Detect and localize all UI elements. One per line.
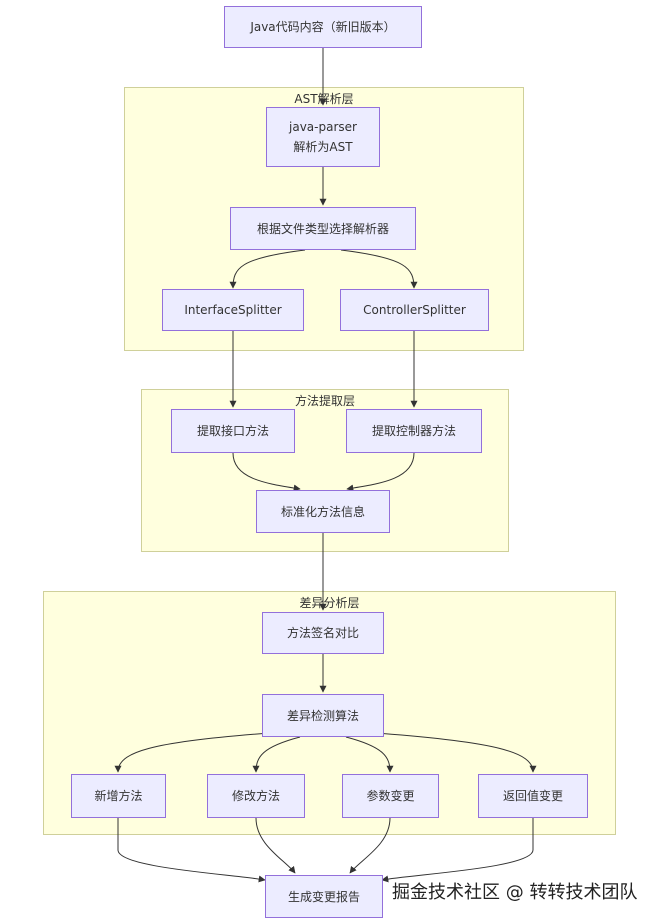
node-select-parser-label: 根据文件类型选择解析器 xyxy=(256,221,389,236)
node-extract-controller-methods-label: 提取控制器方法 xyxy=(371,424,456,438)
edge-extract-ctrl-normalize xyxy=(346,452,415,492)
watermark-text: 掘金技术社区 @ 转转技术团队 xyxy=(392,882,638,903)
node-java-parser: java-parser 解析为AST xyxy=(266,107,380,167)
edge-detect-added xyxy=(114,732,271,773)
node-java-parser-line1: java-parser xyxy=(289,120,357,134)
edge-detect-params xyxy=(345,736,394,773)
node-interface-splitter: InterfaceSplitter xyxy=(162,289,304,331)
node-java-source-label: Java代码内容（新旧版本） xyxy=(250,20,396,34)
node-java-parser-line2: 解析为AST xyxy=(293,140,353,154)
node-added-methods: 新增方法 xyxy=(71,774,166,818)
node-added-methods-label: 新增方法 xyxy=(94,789,143,803)
node-compare-signatures-label: 方法签名对比 xyxy=(286,626,359,640)
edge-extract-iface-normalize xyxy=(232,452,301,492)
edge-return-report xyxy=(381,818,534,883)
node-generate-report: 生成变更报告 xyxy=(265,875,383,918)
node-extract-controller-methods: 提取控制器方法 xyxy=(346,409,482,453)
node-generate-report-label: 生成变更报告 xyxy=(287,889,360,904)
node-modified-methods-label: 修改方法 xyxy=(231,789,280,803)
node-java-source: Java代码内容（新旧版本） xyxy=(224,6,422,48)
node-modified-methods: 修改方法 xyxy=(207,774,305,818)
node-normalize-methods-label: 标准化方法信息 xyxy=(280,504,365,519)
node-extract-interface-methods-label: 提取接口方法 xyxy=(196,424,269,438)
edge-detect-modified xyxy=(252,736,301,773)
node-select-parser: 根据文件类型选择解析器 xyxy=(230,207,416,250)
node-controller-splitter-label: ControllerSplitter xyxy=(363,303,466,317)
node-interface-splitter-label: InterfaceSplitter xyxy=(184,303,282,317)
node-controller-splitter: ControllerSplitter xyxy=(340,289,489,331)
node-diff-detection-label: 差异检测算法 xyxy=(286,708,359,723)
node-compare-signatures: 方法签名对比 xyxy=(262,612,384,654)
edge-select-iface xyxy=(229,249,306,289)
node-parameter-changes: 参数变更 xyxy=(342,774,439,818)
node-extract-interface-methods: 提取接口方法 xyxy=(171,409,295,453)
group-method-title: 方法提取层 xyxy=(294,394,355,408)
node-return-changes: 返回值变更 xyxy=(478,774,588,818)
node-return-changes-label: 返回值变更 xyxy=(502,789,563,803)
node-normalize-methods: 标准化方法信息 xyxy=(256,490,390,533)
edge-select-ctrl xyxy=(340,249,418,289)
group-diff-title: 差异分析层 xyxy=(299,596,360,610)
edge-params-report xyxy=(349,817,391,874)
edge-detect-return xyxy=(375,732,537,773)
node-diff-detection: 差异检测算法 xyxy=(262,694,384,737)
node-parameter-changes-label: 参数变更 xyxy=(366,789,415,803)
edge-modified-report xyxy=(255,817,296,874)
edge-added-report xyxy=(117,818,266,883)
